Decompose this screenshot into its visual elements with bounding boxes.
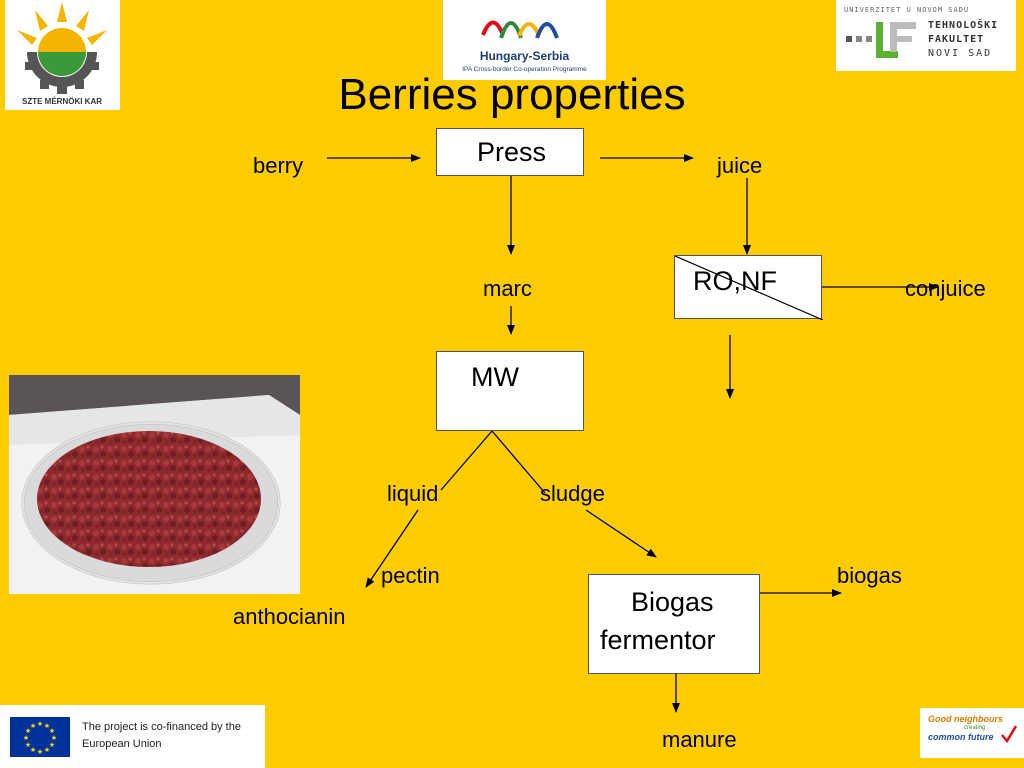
mw-label: MW [471, 362, 519, 392]
svg-text:★: ★ [51, 734, 57, 742]
tf-mark-icon [846, 22, 916, 58]
faculty-logo: UNIVERZITET U NOVOM SADU TEHNOLOŠKI FAKU… [836, 0, 1016, 71]
eu-text-line2: European Union [82, 738, 162, 750]
creating-text: creating [964, 725, 986, 731]
press-box: Press [436, 128, 584, 176]
label-marc: marc [483, 276, 532, 301]
svg-text:★: ★ [25, 741, 31, 749]
page-title: Berries properties [338, 70, 686, 119]
ipa-programme-text: IPA Cross-border Co-operation Programme [462, 66, 587, 73]
ronf-label: RO,NF [693, 266, 777, 296]
hungary-serbia-logo: Hungary-Serbia IPA Cross-border Co-opera… [443, 0, 606, 80]
faculty-line4: NOVI SAD [928, 48, 993, 59]
szte-ring-text: SZTE MÉRNÖKI KAR [22, 97, 102, 106]
ipa-swirl-icon [481, 20, 559, 39]
mw-box: MW [436, 351, 584, 431]
press-label: Press [477, 137, 547, 167]
svg-text:★: ★ [44, 746, 50, 754]
faculty-line2: TEHNOLOŠKI [928, 20, 999, 31]
svg-text:★: ★ [23, 734, 29, 742]
label-juice: juice [717, 153, 763, 178]
line-mw-sludge [491, 430, 546, 494]
hungary-serbia-text: Hungary-Serbia [479, 49, 570, 63]
line-mw-liquid [440, 430, 493, 491]
ronf-box: RO,NF [674, 255, 823, 320]
label-liquid: liquid [387, 481, 439, 506]
svg-text:★: ★ [37, 720, 43, 728]
biogas-fermentor-box: Biogas fermentor [588, 574, 760, 674]
berry-marc-photo [9, 375, 300, 594]
label-biogas: biogas [837, 563, 902, 588]
svg-text:★: ★ [30, 722, 36, 730]
label-conjuice: conjuice [905, 276, 986, 301]
eu-cofinance-logo: ★★★ ★★★ ★★★ ★★★ The project is co-financ… [0, 705, 265, 768]
arrow-liquid-anthocianin [365, 509, 419, 588]
sun-rays-icon [17, 2, 107, 45]
label-pectin: pectin [381, 563, 440, 588]
svg-text:★: ★ [44, 722, 50, 730]
svg-text:★: ★ [25, 727, 31, 735]
common-future-text: common future [928, 732, 994, 742]
good-neighbours-text: Good neighbours [928, 714, 1003, 724]
fermentor-label-line2: fermentor [600, 625, 716, 655]
label-berry: berry [253, 153, 304, 178]
faculty-line1: UNIVERZITET U NOVOM SADU [844, 6, 970, 14]
svg-text:★: ★ [49, 727, 55, 735]
label-anthocianin: anthocianin [233, 604, 346, 629]
eu-text-line1: The project is co-financed by the [82, 721, 241, 733]
fermentor-label-line1: Biogas [631, 587, 714, 617]
label-sludge: sludge [540, 481, 605, 506]
arrow-sludge-fermentor [585, 509, 657, 558]
eu-flag-icon: ★★★ ★★★ ★★★ ★★★ [10, 717, 70, 757]
gear-icon [25, 52, 99, 94]
svg-text:★: ★ [49, 741, 55, 749]
strike-diagonal [675, 256, 823, 320]
label-manure: manure [662, 727, 737, 752]
svg-text:★: ★ [30, 746, 36, 754]
svg-text:★: ★ [37, 748, 43, 756]
szte-logo: SZTE MÉRNÖKI KAR [5, 0, 120, 110]
checkmark-icon [1001, 725, 1018, 744]
faculty-line3: FAKULTET [928, 34, 985, 45]
good-neighbours-logo: Good neighbours creating common future [920, 708, 1024, 758]
